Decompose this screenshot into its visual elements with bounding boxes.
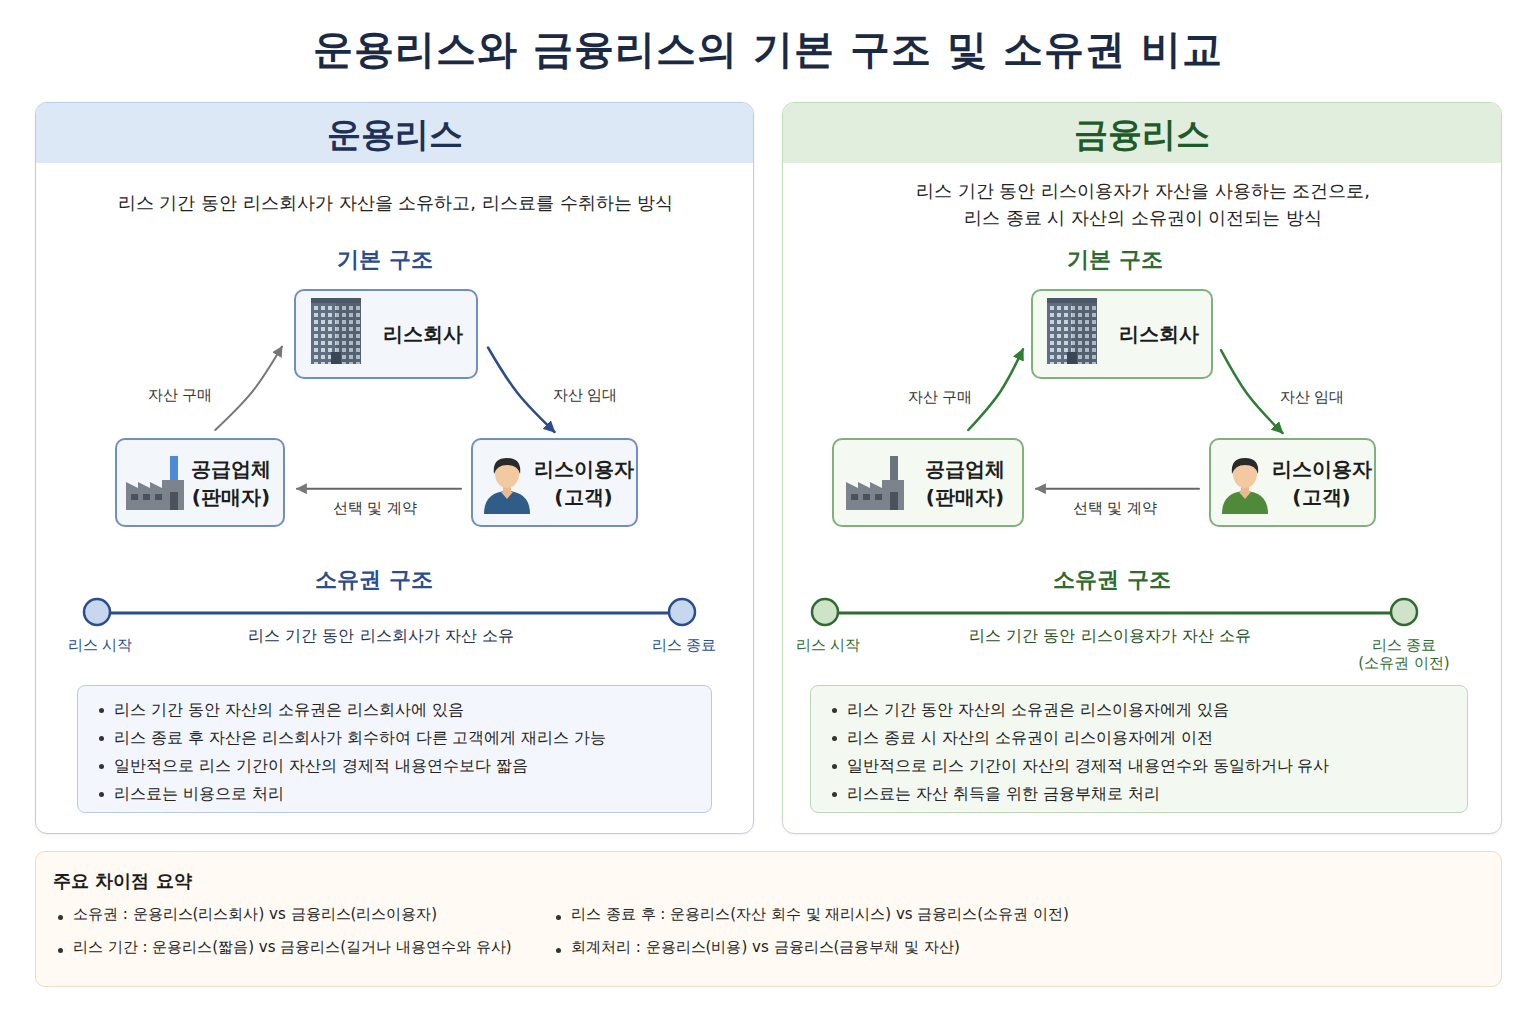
lease-panel: 금융리스리스 기간 동안 리스이용자가 자산을 사용하는 조건으로, 리스 종료… bbox=[782, 102, 1502, 834]
party-box: 리스회사 bbox=[1031, 289, 1213, 379]
party-name: 리스회사 bbox=[383, 320, 463, 348]
summary-heading: 주요 차이점 요약 bbox=[53, 869, 192, 893]
text-area: 리스회사 bbox=[372, 291, 474, 377]
party-box: 공급업체 (판매자) bbox=[832, 438, 1024, 527]
party-box: 리스이용자 (고객) bbox=[471, 438, 638, 527]
summary-item: 리스 종료 후 : 운용리스(자산 회수 및 재리시스) vs 금융리스(소유권… bbox=[571, 903, 1069, 925]
party-name: 리스이용자 (고객) bbox=[1271, 455, 1372, 511]
party-box: 리스회사 bbox=[294, 289, 478, 379]
party-name: 공급업체 (판매자) bbox=[910, 455, 1020, 511]
text-area: 리스이용자 (고객) bbox=[533, 440, 634, 525]
text-area: 리스이용자 (고객) bbox=[1271, 440, 1372, 525]
party-box: 공급업체 (판매자) bbox=[115, 438, 285, 527]
text-area: 리스회사 bbox=[1109, 291, 1209, 377]
summary-box: 주요 차이점 요약소유권 : 운용리스(리스회사) vs 금융리스(리스이용자)… bbox=[35, 851, 1502, 987]
note-box: 리스 기간 동안 자산의 소유권은 리스이용자에게 있음리스 종료 시 자산의 … bbox=[810, 685, 1468, 813]
party-name: 리스이용자 (고객) bbox=[533, 455, 634, 511]
summary-item: 리스 기간 : 운용리스(짧음) vs 금융리스(길거나 내용연수와 유사) bbox=[73, 936, 512, 958]
bullet-note: 일반적으로 리스 기간이 자산의 경제적 내용연수와 동일하거나 유사 bbox=[847, 752, 1457, 780]
summary-item: 회계처리 : 운용리스(비용) vs 금융리스(금융부채 및 자산) bbox=[571, 936, 960, 958]
text-area: 공급업체 (판매자) bbox=[181, 440, 281, 525]
bullet-note: 리스 기간 동안 자산의 소유권은 리스회사에 있음 bbox=[114, 696, 701, 724]
summary-item: 소유권 : 운용리스(리스회사) vs 금융리스(리스이용자) bbox=[73, 903, 437, 925]
panel-title: 금융리스 bbox=[783, 103, 1501, 163]
bullet-note: 리스료는 비용으로 처리 bbox=[114, 780, 701, 808]
party-name: 공급업체 (판매자) bbox=[181, 455, 281, 511]
party-name: 리스회사 bbox=[1119, 320, 1199, 348]
panel-description: 리스 기간 동안 리스이용자가 자산을 사용하는 조건으로, 리스 종료 시 자… bbox=[912, 177, 1374, 231]
bullet-note: 리스 기간 동안 자산의 소유권은 리스이용자에게 있음 bbox=[847, 696, 1457, 724]
party-box: 리스이용자 (고객) bbox=[1209, 438, 1376, 527]
bullet-note: 일반적으로 리스 기간이 자산의 경제적 내용연수보다 짧음 bbox=[114, 752, 701, 780]
bullet-note: 리스료는 자산 취득을 위한 금융부채로 처리 bbox=[847, 780, 1457, 808]
panel-description: 리스 기간 동안 리스회사가 자산을 소유하고, 리스료를 수취하는 방식 bbox=[51, 189, 741, 216]
note-box: 리스 기간 동안 자산의 소유권은 리스회사에 있음리스 종료 후 자산은 리스… bbox=[77, 685, 712, 813]
bullet-note: 리스 종료 후 자산은 리스회사가 회수하여 다른 고객에게 재리스 가능 bbox=[114, 724, 701, 752]
lease-panel: 운용리스리스 기간 동안 리스회사가 자산을 소유하고, 리스료를 수취하는 방… bbox=[35, 102, 754, 834]
text-area: 공급업체 (판매자) bbox=[910, 440, 1020, 525]
bullet-note: 리스 종료 시 자산의 소유권이 리스이용자에게 이전 bbox=[847, 724, 1457, 752]
diagram-title: 운용리스와 금융리스의 기본 구조 및 소유권 비교 bbox=[0, 22, 1536, 77]
panel-title: 운용리스 bbox=[36, 103, 753, 163]
